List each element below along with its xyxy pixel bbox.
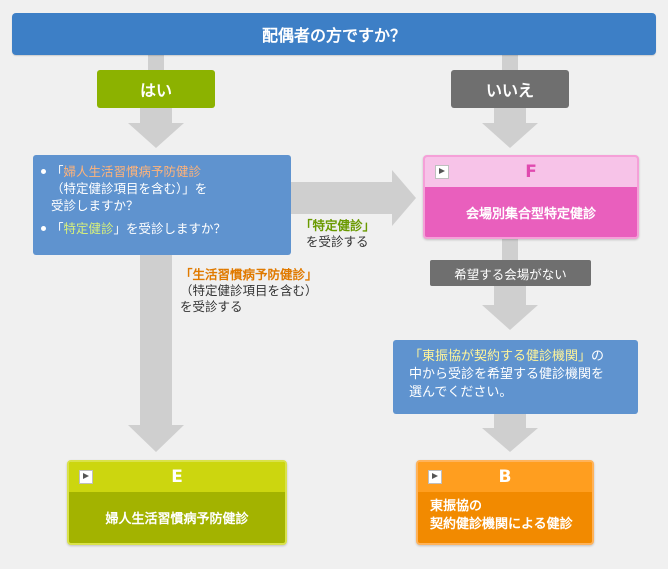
q1-open: 「 bbox=[51, 164, 64, 179]
no-venue-label: 希望する会場がない bbox=[430, 260, 591, 286]
answer-yes-label: はい bbox=[139, 81, 172, 100]
result-box-B: B 東振協の 契約健診機関による健診 bbox=[416, 460, 594, 545]
box-B-line2: 契約健診機関による健診 bbox=[430, 517, 573, 532]
answer-no-label: いいえ bbox=[485, 81, 534, 100]
arrow-yes-to-question bbox=[128, 108, 184, 148]
box-B-letter: B bbox=[498, 467, 512, 487]
box-E-body: 婦人生活習慣病予防健診 bbox=[69, 492, 285, 543]
blue2-rest1: の bbox=[591, 349, 605, 364]
blue2-line3: 選んでください。 bbox=[409, 385, 513, 400]
edge-down-line2: （特定健診項目を含む） bbox=[180, 283, 318, 298]
play-icon bbox=[428, 470, 442, 484]
box-F-text: 会場別集合型特定健診 bbox=[465, 206, 596, 222]
arrow-F-stem bbox=[502, 239, 518, 260]
q2-open: 「 bbox=[51, 221, 64, 236]
q1-line3: 受診しますか？ bbox=[51, 198, 139, 213]
header-question: 配偶者の方ですか？ bbox=[261, 26, 406, 45]
box-E-text: 婦人生活習慣病予防健診 bbox=[105, 512, 249, 527]
arrow-question-to-E bbox=[128, 255, 184, 452]
box-F-letter: F bbox=[525, 162, 537, 182]
q2-name: 特定健診 bbox=[63, 221, 114, 236]
answer-no: いいえ bbox=[451, 70, 569, 108]
arrow-blue-to-B bbox=[482, 414, 538, 452]
edge-down-name: 「生活習慣病予防健診」 bbox=[180, 267, 318, 282]
result-box-F: F 会場別集合型特定健診 bbox=[423, 155, 639, 239]
box-B-header: B bbox=[418, 462, 592, 492]
arrow-no-stem bbox=[502, 55, 518, 70]
edge-down-line3: を受診する bbox=[180, 299, 243, 314]
q1-name: 婦人生活習慣病予防健診 bbox=[63, 164, 202, 179]
box-B-line1: 東振協の bbox=[430, 499, 483, 514]
result-box-E: E 婦人生活習慣病予防健診 bbox=[67, 460, 287, 545]
choose-institution-box: 「東振協が契約する健診機関」の 中から受診を希望する健診機関を 選んでください。 bbox=[393, 340, 638, 414]
arrow-yes-stem bbox=[148, 55, 164, 70]
question-item-1: 「婦人生活習慣病予防健診 （特定健診項目を含む）」を 受診しますか？ bbox=[41, 163, 281, 214]
arrow-no-to-F bbox=[482, 108, 538, 148]
question-box: 「婦人生活習慣病予防健診 （特定健診項目を含む）」を 受診しますか？ 「特定健診… bbox=[33, 155, 291, 255]
box-B-body: 東振協の 契約健診機関による健診 bbox=[418, 492, 592, 543]
play-icon bbox=[435, 165, 449, 179]
edge-label-down: 「生活習慣病予防健診」 （特定健診項目を含む） を受診する bbox=[180, 267, 318, 315]
question-header: 配偶者の方ですか？ bbox=[12, 13, 656, 55]
arrow-question-to-F bbox=[291, 170, 416, 226]
arrow-gray-to-blue bbox=[482, 286, 538, 330]
edge-label-right: 「特定健診」 を受診する bbox=[300, 218, 375, 250]
edge-right-rest: を受診する bbox=[306, 234, 369, 249]
q1-line2: （特定健診項目を含む）」を bbox=[51, 181, 208, 196]
box-E-letter: E bbox=[171, 467, 183, 487]
box-F-body: 会場別集合型特定健診 bbox=[425, 187, 637, 237]
box-F-header: F bbox=[425, 157, 637, 187]
gray-label-text: 希望する会場がない bbox=[454, 266, 567, 282]
answer-yes: はい bbox=[97, 70, 215, 108]
blue2-name: 「東振協が契約する健診機関」 bbox=[409, 349, 592, 364]
q2-rest: 」を受診しますか？ bbox=[113, 221, 227, 236]
edge-right-name: 「特定健診」 bbox=[300, 218, 376, 233]
box-E-header: E bbox=[69, 462, 285, 492]
play-icon bbox=[79, 470, 93, 484]
blue2-line2: 中から受診を希望する健診機関を bbox=[409, 367, 605, 382]
question-item-2: 「特定健診」を受診しますか？ bbox=[41, 220, 281, 237]
